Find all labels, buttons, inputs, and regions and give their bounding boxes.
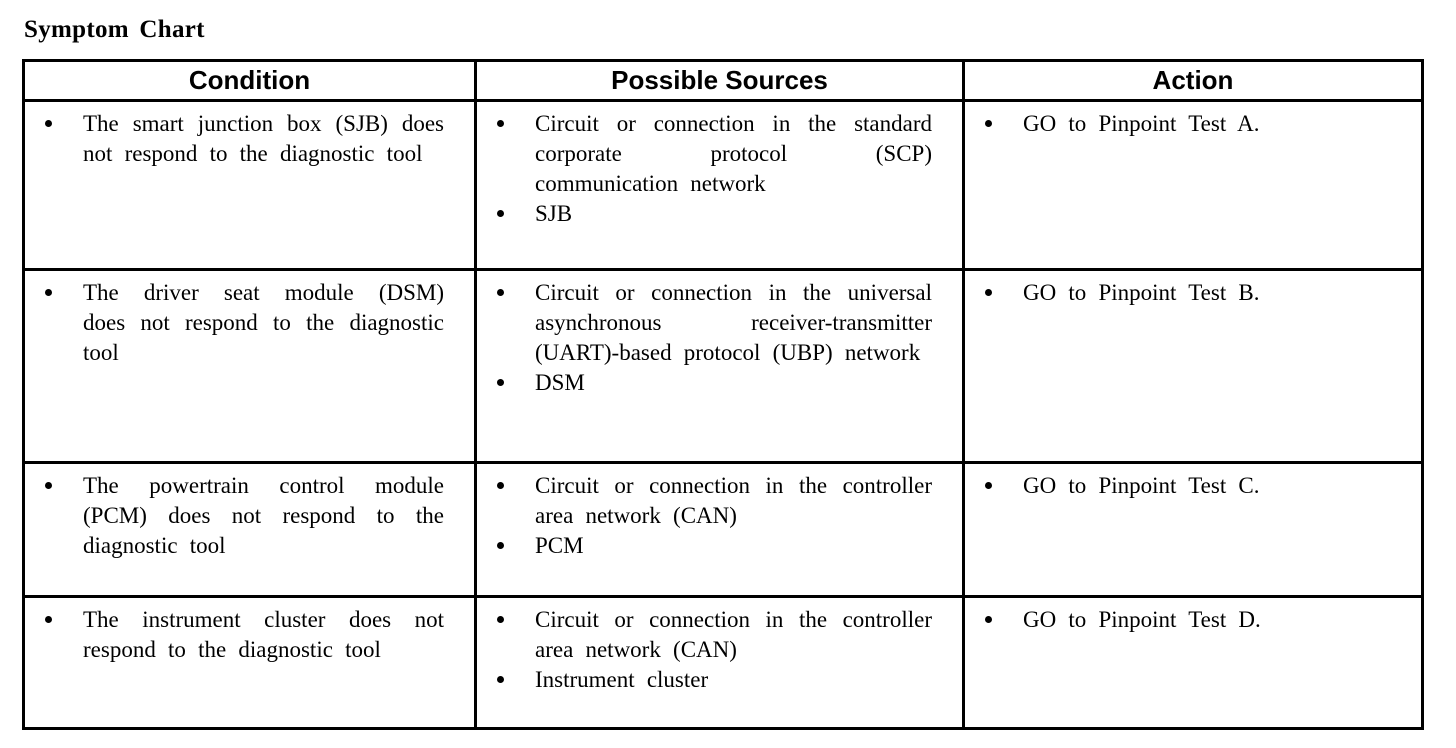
cell-condition: The driver seat module (DSM) does not re… (22, 268, 477, 464)
bullet-icon (497, 616, 504, 623)
bullet-item: Circuit or connection in the standard co… (477, 109, 932, 199)
bullet-item: GO to Pinpoint Test C. (965, 471, 1391, 501)
bullet-text: GO to Pinpoint Test B. (1023, 280, 1260, 305)
header-possible-sources: Possible Sources (474, 59, 965, 102)
bullet-list: Circuit or connection in the universal a… (477, 278, 932, 398)
bullet-icon (45, 289, 52, 296)
bullet-icon (45, 120, 52, 127)
bullet-icon (497, 210, 504, 217)
header-condition: Condition (22, 59, 477, 102)
bullet-text: GO to Pinpoint Test D. (1023, 607, 1261, 632)
bullet-icon (497, 542, 504, 549)
bullet-item: Circuit or connection in the universal a… (477, 278, 932, 368)
table-header: Condition Possible Sources Action (22, 59, 1424, 102)
bullet-icon (497, 289, 504, 296)
bullet-item: The driver seat module (DSM) does not re… (25, 278, 444, 368)
bullet-icon (985, 120, 992, 127)
page-title: Symptom Chart (24, 16, 205, 43)
bullet-item: PCM (477, 531, 932, 561)
header-action: Action (962, 59, 1424, 102)
bullet-text: DSM (535, 370, 585, 395)
bullet-text: Instrument cluster (535, 667, 709, 692)
cell-possible-sources: Circuit or connection in the controller … (474, 595, 965, 730)
bullet-item: The powertrain control module (PCM) does… (25, 471, 444, 561)
bullet-icon (497, 120, 504, 127)
bullet-text: Circuit or connection in the standard co… (535, 111, 932, 196)
cell-condition: The smart junction box (SJB) does not re… (22, 99, 477, 271)
bullet-list: The instrument cluster does not respond … (25, 605, 444, 665)
table-row: The instrument cluster does not respond … (22, 595, 1424, 730)
bullet-list: Circuit or connection in the standard co… (477, 109, 932, 229)
bullet-item: Instrument cluster (477, 665, 932, 695)
cell-action: GO to Pinpoint Test C. (962, 461, 1424, 598)
bullet-item: GO to Pinpoint Test B. (965, 278, 1391, 308)
bullet-text: Circuit or connection in the controller … (535, 607, 932, 662)
table-row: The smart junction box (SJB) does not re… (22, 99, 1424, 271)
bullet-item: SJB (477, 199, 932, 229)
table-row: The driver seat module (DSM) does not re… (22, 268, 1424, 464)
bullet-icon (497, 482, 504, 489)
bullet-item: GO to Pinpoint Test A. (965, 109, 1391, 139)
bullet-list: The driver seat module (DSM) does not re… (25, 278, 444, 368)
symptom-chart-table: Condition Possible Sources Action The sm… (22, 59, 1424, 730)
bullet-item: Circuit or connection in the controller … (477, 471, 932, 531)
cell-possible-sources: Circuit or connection in the controller … (474, 461, 965, 598)
bullet-icon (985, 616, 992, 623)
cell-action: GO to Pinpoint Test B. (962, 268, 1424, 464)
bullet-text: The driver seat module (DSM) does not re… (83, 280, 444, 365)
bullet-icon (985, 482, 992, 489)
bullet-text: GO to Pinpoint Test C. (1023, 473, 1260, 498)
bullet-text: The instrument cluster does not respond … (83, 607, 444, 662)
bullet-text: The smart junction box (SJB) does not re… (83, 111, 444, 166)
bullet-list: Circuit or connection in the controller … (477, 605, 932, 695)
bullet-item: DSM (477, 368, 932, 398)
cell-condition: The powertrain control module (PCM) does… (22, 461, 477, 598)
bullet-list: The smart junction box (SJB) does not re… (25, 109, 444, 169)
bullet-text: The powertrain control module (PCM) does… (83, 473, 444, 558)
bullet-icon (985, 289, 992, 296)
cell-possible-sources: Circuit or connection in the universal a… (474, 268, 965, 464)
cell-possible-sources: Circuit or connection in the standard co… (474, 99, 965, 271)
header-row: Condition Possible Sources Action (22, 59, 1424, 102)
bullet-item: The instrument cluster does not respond … (25, 605, 444, 665)
bullet-list: GO to Pinpoint Test B. (965, 278, 1391, 308)
cell-action: GO to Pinpoint Test A. (962, 99, 1424, 271)
bullet-text: PCM (535, 533, 584, 558)
bullet-list: GO to Pinpoint Test D. (965, 605, 1391, 635)
bullet-list: The powertrain control module (PCM) does… (25, 471, 444, 561)
bullet-icon (497, 379, 504, 386)
bullet-text: SJB (535, 201, 573, 226)
cell-condition: The instrument cluster does not respond … (22, 595, 477, 730)
bullet-icon (497, 676, 504, 683)
bullet-icon (45, 616, 52, 623)
bullet-item: GO to Pinpoint Test D. (965, 605, 1391, 635)
bullet-list: Circuit or connection in the controller … (477, 471, 932, 561)
table-body: The smart junction box (SJB) does not re… (22, 99, 1424, 730)
bullet-list: GO to Pinpoint Test C. (965, 471, 1391, 501)
bullet-icon (45, 482, 52, 489)
table-row: The powertrain control module (PCM) does… (22, 461, 1424, 598)
bullet-item: The smart junction box (SJB) does not re… (25, 109, 444, 169)
cell-action: GO to Pinpoint Test D. (962, 595, 1424, 730)
bullet-item: Circuit or connection in the controller … (477, 605, 932, 665)
bullet-text: Circuit or connection in the controller … (535, 473, 932, 528)
bullet-text: GO to Pinpoint Test A. (1023, 111, 1260, 136)
bullet-list: GO to Pinpoint Test A. (965, 109, 1391, 139)
bullet-text: Circuit or connection in the universal a… (535, 280, 932, 365)
